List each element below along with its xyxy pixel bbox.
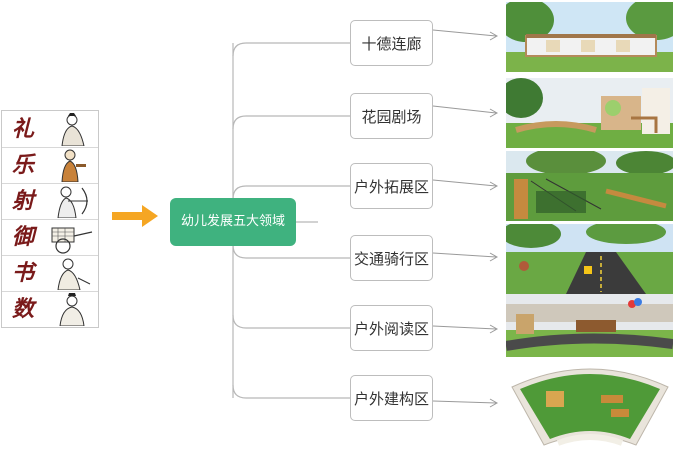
archer-figure-icon (57, 186, 88, 218)
calligrapher-figure-icon (57, 258, 91, 290)
corridor-photo (506, 2, 673, 72)
area-box-garden-theater: 花园剧场 (350, 93, 433, 139)
area-box-cycling: 交通骑行区 (350, 235, 433, 281)
area-box-reading: 户外阅读区 (350, 305, 433, 351)
area-box-corridor: 十德连廊 (350, 20, 433, 66)
art-row-li: 礼 (2, 111, 98, 148)
art-char: 数 (11, 296, 34, 322)
area-box-outdoor-expansion: 户外拓展区 (350, 163, 433, 209)
art-char: 礼 (11, 116, 34, 142)
art-char: 御 (11, 224, 34, 250)
art-row-yu: 御 (2, 219, 98, 256)
garden-theater-photo (506, 78, 673, 148)
art-row-yue: 乐 (2, 147, 98, 184)
construction-area-photo (506, 357, 673, 449)
musician-figure-icon (61, 149, 86, 182)
art-char: 乐 (11, 152, 34, 178)
arrow-right-icon (112, 205, 158, 227)
center-node: 幼儿发展五大领域 (170, 198, 296, 246)
art-row-shu-math: 数 (2, 291, 98, 327)
chariot-icon (51, 227, 93, 254)
outdoor-expansion-photo (506, 151, 673, 221)
area-box-construction: 户外建构区 (350, 375, 433, 421)
mathematician-figure-icon (59, 293, 85, 326)
outdoor-reading-photo (506, 294, 673, 364)
cycling-area-photo (506, 224, 673, 294)
art-char: 书 (11, 260, 34, 286)
six-arts-panel: 礼 乐 射 御 书 (1, 110, 99, 328)
art-char: 射 (11, 188, 34, 214)
scholar-figure-icon (61, 113, 85, 146)
art-row-she: 射 (2, 183, 98, 220)
art-row-shu: 书 (2, 255, 98, 292)
